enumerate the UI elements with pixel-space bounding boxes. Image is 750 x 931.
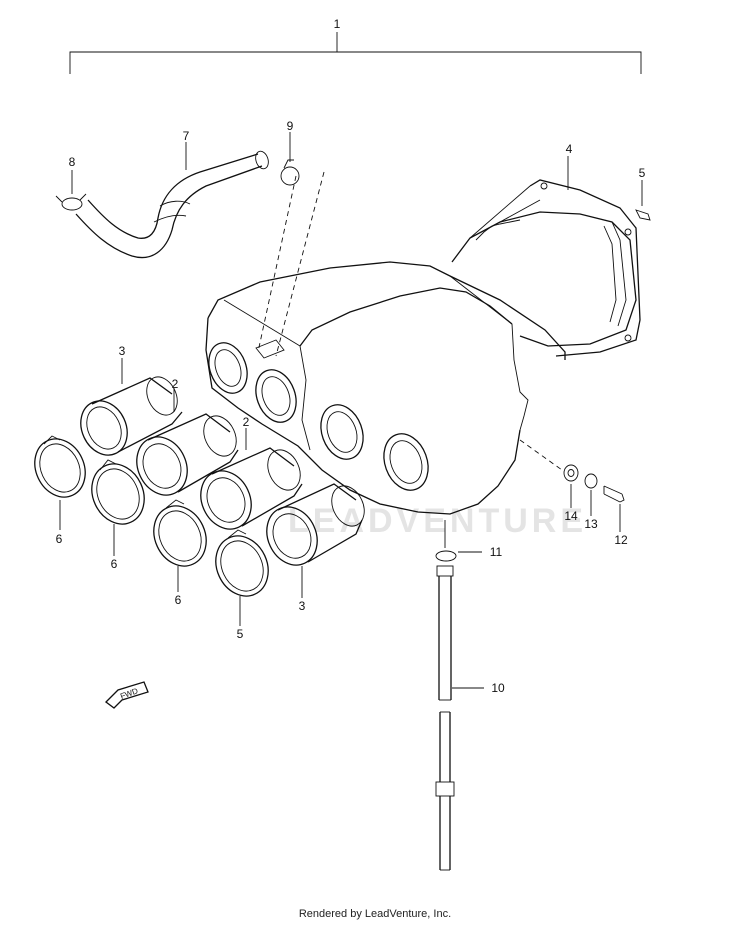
label-part-11: 11 [490, 545, 503, 559]
hose-clip-8 [55, 193, 87, 211]
part-number-labels: 1 2 2 3 3 4 5 5 6 6 6 7 8 9 10 11 12 13 … [56, 17, 646, 695]
label-part-6a: 6 [56, 532, 63, 546]
label-part-3a: 3 [119, 344, 126, 358]
label-part-5a: 5 [639, 166, 646, 180]
boot-4 [266, 483, 365, 566]
footer-credit: Rendered by LeadVenture, Inc. [298, 908, 452, 920]
dash-leader-c [519, 439, 563, 471]
breather-hose [75, 150, 269, 259]
boot-1 [80, 376, 183, 456]
air-filter-element [451, 179, 641, 357]
label-part-6c: 6 [175, 593, 182, 607]
label-part-14: 14 [564, 509, 578, 523]
hose-clip-9 [280, 159, 300, 186]
label-part-2a: 2 [172, 377, 179, 391]
leader-lines [59, 132, 643, 689]
label-part-9: 9 [287, 119, 294, 133]
hardware [563, 209, 651, 503]
label-part-5b: 5 [237, 627, 244, 641]
label-part-12: 12 [614, 533, 628, 547]
fwd-arrow-icon: FWD [105, 681, 149, 709]
drain-tube [435, 520, 457, 871]
boot-3 [200, 447, 303, 530]
label-part-13: 13 [584, 517, 598, 531]
air-box-housing [205, 261, 566, 515]
assembly-bracket [69, 32, 642, 74]
label-part-3b: 3 [299, 599, 306, 613]
label-part-7: 7 [183, 129, 190, 143]
label-part-1: 1 [334, 17, 341, 31]
label-part-2b: 2 [243, 415, 250, 429]
hose-clamps [34, 435, 269, 597]
label-part-6b: 6 [111, 557, 118, 571]
boot-2 [136, 413, 239, 496]
label-part-4: 4 [566, 142, 573, 156]
watermark-text: LEADVENTURE [288, 502, 587, 540]
intake-boots [80, 376, 365, 566]
label-part-8: 8 [69, 155, 76, 169]
dash-leader-b [275, 171, 325, 357]
label-part-10: 10 [491, 681, 505, 695]
dash-leader-a [257, 175, 297, 353]
